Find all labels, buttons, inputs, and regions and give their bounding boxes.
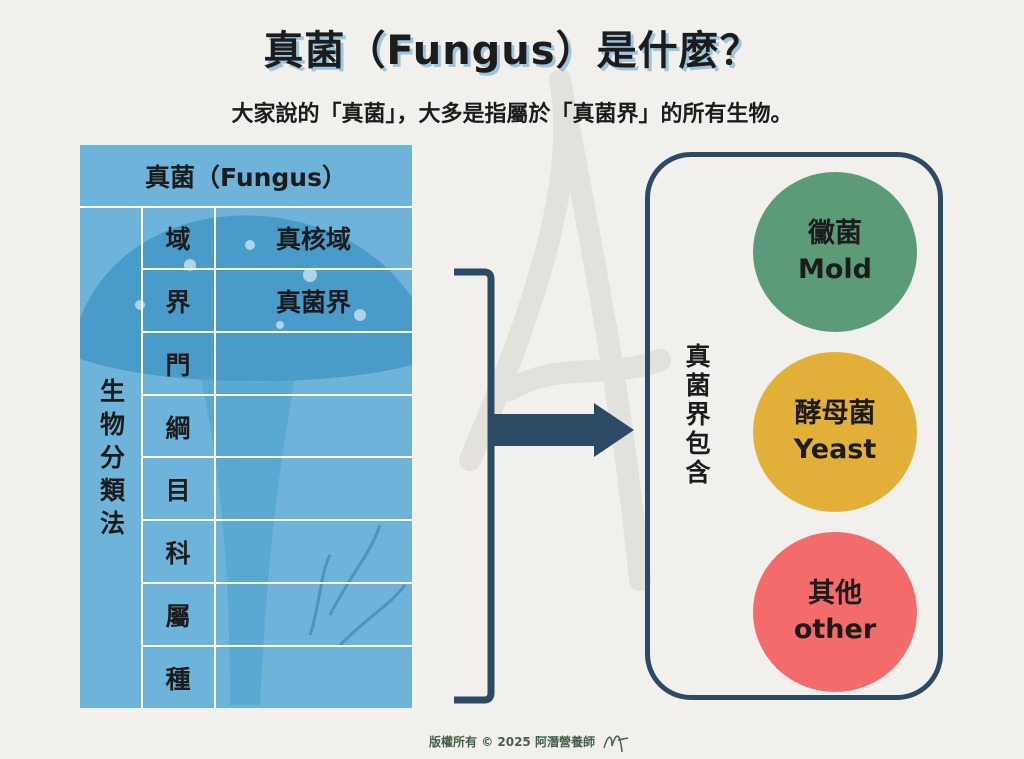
table-divider: [142, 645, 412, 647]
taxon-cell: 真菌界: [275, 288, 351, 317]
taxon-cell: [215, 396, 412, 458]
bracket-arrow: [454, 268, 634, 704]
other-label-zh: 其他: [808, 578, 862, 609]
taxon-cell: 真核域: [275, 225, 351, 254]
page-subtitle: 大家說的「真菌」，大多是指屬於「真菌界」的所有生物。: [231, 102, 793, 127]
taxon-cell: [215, 333, 412, 395]
rank-cell: 域: [165, 225, 191, 254]
kingdom-box: [645, 152, 943, 700]
taxon-cell: [215, 584, 412, 646]
page-title: 真菌（Fungus）是什麼？: [263, 28, 761, 74]
taxon-cell: [215, 647, 412, 708]
taxon-cell: [215, 521, 412, 583]
table-divider: [80, 206, 412, 208]
rank-cell: 目: [165, 476, 191, 505]
rank-cell: 界: [165, 288, 191, 317]
yeast-label-zh: 酵母菌: [794, 398, 876, 429]
rank-cell: 屬: [165, 602, 191, 631]
table-divider: [142, 394, 412, 396]
table-divider: [142, 331, 412, 333]
mold-circle: 黴菌 Mold: [753, 172, 917, 332]
table-divider: [142, 456, 412, 458]
yeast-circle: 酵母菌 Yeast: [753, 352, 917, 512]
kingdom-label: 真菌界包含: [682, 343, 711, 488]
yeast-label-en: Yeast: [793, 434, 877, 465]
mold-label-en: Mold: [798, 254, 872, 285]
other-label-en: other: [793, 614, 877, 645]
mold-label-zh: 黴菌: [808, 218, 862, 249]
taxon-cell: [215, 458, 412, 520]
copyright-footer: 版權所有 © 2025 阿潛營養師: [429, 735, 595, 749]
rank-cell: 門: [165, 351, 191, 380]
side-label: 生物分類法: [96, 377, 126, 543]
table-divider: [142, 268, 412, 270]
other-circle: 其他 other: [753, 532, 917, 692]
classification-table: 真菌（Fungus） 生物分類法 域 真核域 界 真菌界 門 綱 目 科 屬 種: [80, 145, 412, 708]
rank-cell: 綱: [165, 414, 191, 443]
table-divider: [142, 582, 412, 584]
table-header: 真菌（Fungus）: [144, 163, 347, 192]
rank-cell: 種: [165, 665, 191, 694]
signature-mark: [603, 735, 629, 753]
rank-cell: 科: [165, 539, 191, 568]
table-divider: [142, 519, 412, 521]
